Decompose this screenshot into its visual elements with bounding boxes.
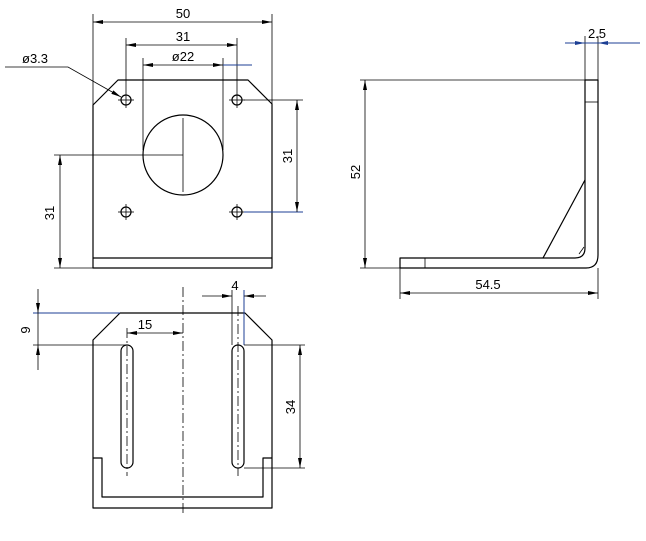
mounting-hole-bottom-left [118,204,134,220]
dimension-label: 52 [348,165,363,179]
dimension-label: 31 [42,206,57,220]
dimension-bore-diameter: ø22 [142,49,252,150]
side-view: 52 2.5 54.5 [348,26,640,299]
dimension-hole-diameter: ø3.3 [5,51,122,98]
bottom-flange-inner-edge [93,457,272,498]
dimension-label: 31 [280,149,295,163]
front-plate-outline [92,79,273,269]
bottom-view: 15 4 9 34 [18,278,305,516]
dimension-label: 15 [138,317,152,332]
dimension-label: 2.5 [588,26,606,41]
dimension-side-height: 52 [348,79,585,269]
bottom-plate-outline [92,312,273,509]
mounting-hole-bottom-right [229,204,245,220]
dimension-bore-center-height: 31 [42,154,183,269]
dimension-label: 9 [18,326,33,333]
dimension-label: ø22 [172,49,194,64]
dimension-slot-start: 9 [18,289,127,370]
mounting-hole-top-right [229,92,245,108]
dimension-slot-width: 4 [202,278,266,345]
dimension-slot-offset: 15 [127,317,183,335]
bend-mark [578,246,585,255]
side-profile-outline [399,79,599,269]
dimension-side-depth: 54.5 [399,268,599,299]
mounting-hole-top-left [118,92,134,108]
dimension-label: 54.5 [475,277,500,292]
dimension-label: 31 [176,29,190,44]
dimension-label: 4 [231,278,238,293]
dimension-side-thickness: 2.5 [565,26,640,80]
dimension-label: ø3.3 [22,51,48,66]
dimension-hole-spacing-vertical: 31 [244,99,303,213]
dimension-overall-width: 50 [92,6,273,105]
gusset-edge [542,179,586,259]
dimension-label: 50 [176,6,190,21]
dimension-slot-length: 34 [244,344,305,469]
dimension-label: 34 [283,400,298,414]
front-view: 50 31 ø22 ø3.3 31 [5,6,303,269]
